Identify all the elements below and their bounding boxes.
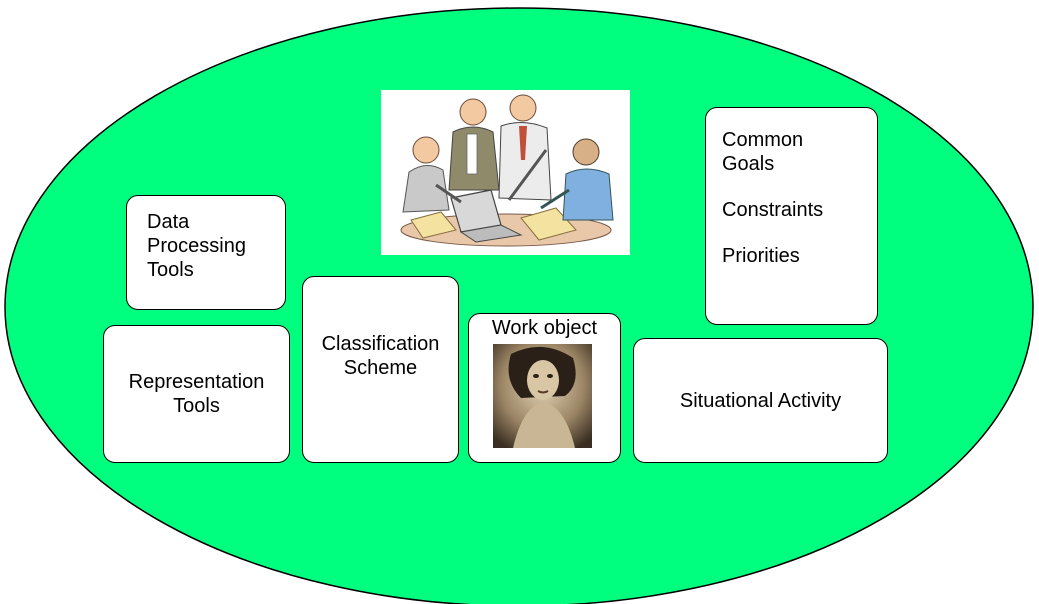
representation-line2: Tools — [173, 395, 220, 417]
priorities-label: Priorities — [722, 245, 800, 267]
common-goals-line2: Goals — [722, 153, 775, 175]
common-goals-box: Common Goals Constraints Priorities — [705, 107, 878, 325]
classification-line1: Classification — [321, 332, 440, 355]
constraints-label: Constraints — [722, 199, 824, 221]
data-processing-line2: Processing — [147, 235, 246, 257]
situational-activity-label: Situational Activity — [679, 389, 842, 412]
representation-tools-box: Representation Tools — [103, 325, 290, 463]
classification-line2: Scheme — [343, 356, 418, 379]
data-processing-line1: Data — [147, 211, 190, 233]
situational-activity-box: Situational Activity — [633, 338, 888, 463]
common-goals-line1: Common — [722, 129, 804, 151]
classification-scheme-box: Classification Scheme — [302, 276, 459, 463]
portrait-photo-icon — [493, 344, 592, 448]
data-processing-tools-box: Data Processing Tools — [126, 195, 286, 310]
representation-line1: Representation — [128, 371, 265, 393]
team-meeting-image — [381, 90, 630, 255]
work-object-box: Work object — [468, 313, 621, 463]
team-meeting-icon — [400, 94, 614, 247]
work-object-label: Work object — [491, 317, 598, 339]
data-processing-line3: Tools — [147, 259, 194, 281]
